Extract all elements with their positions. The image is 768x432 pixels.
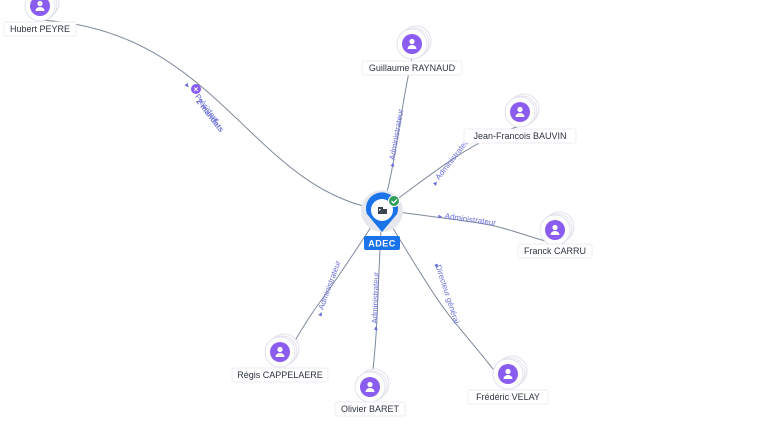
person-node-guillaume[interactable]: Guillaume RAYNAUD [361,25,463,76]
edge-franck [381,209,556,245]
person-name[interactable]: Frédéric VELAY [476,392,540,402]
user-icon [515,106,525,117]
edge-frederic [381,209,509,389]
person-name[interactable]: Hubert PEYRE [10,24,70,34]
edge-label-olivier: Administrateur [370,272,381,324]
person-name-box [231,367,329,383]
edge-arrow-hubert [184,82,189,88]
user-icon [407,38,417,49]
person-node-jf[interactable]: Jean-Francois BAUVIN [463,93,577,144]
more-mandates-icon[interactable] [191,84,201,94]
person-name-box [467,389,549,405]
edge-label-regis: Administrateur [317,259,343,311]
building-icon [378,207,387,214]
nodes: Hubert PEYRE Guillaume RAYNAUD Jean-Franco… [3,0,593,417]
edge-arrow-franck [438,214,443,219]
person-name[interactable]: Franck CARRU [524,246,586,256]
company-name-box [364,236,400,250]
person-name-box [517,243,593,259]
person-name[interactable]: Régis CAPPELAERE [237,370,323,380]
check-icon [388,195,400,207]
person-node-frederic[interactable]: Frédéric VELAY [467,355,549,405]
company-name[interactable]: ADEC [368,239,396,249]
edge-arrow-regis [318,311,322,317]
person-name-box [463,128,577,144]
company-node[interactable]: ADEC [361,190,403,250]
edge-regis [279,209,383,367]
edge-arrow-frederic [434,263,438,269]
edge-label-frederic: Directeur général [434,264,462,325]
edge-extra-label-hubert: 2 mandats [194,97,226,134]
person-node-franck[interactable]: Franck CARRU [517,211,593,259]
person-node-hubert[interactable]: Hubert PEYRE [3,0,77,37]
user-icon [503,368,513,379]
person-name[interactable]: Guillaume RAYNAUD [369,63,456,73]
person-name-box [3,21,77,37]
person-node-regis[interactable]: Régis CAPPELAERE [231,333,329,383]
person-name[interactable]: Olivier BARET [341,404,400,414]
user-icon [365,381,375,392]
plus-icon: × [194,85,199,94]
user-icon [550,224,560,235]
user-icon [35,0,45,11]
person-name-box [361,60,463,76]
user-icon [275,346,285,357]
edge-hubert [39,19,383,211]
person-node-olivier[interactable]: Olivier BARET [334,368,406,417]
person-name[interactable]: Jean-Francois BAUVIN [473,131,566,141]
edge-label-franck: Administrateur [444,211,497,227]
edge-arrow-olivier [373,325,378,331]
edge-arrow-guillaume [390,162,395,167]
edge-arrow-jf [432,181,437,186]
person-name-box [334,401,406,417]
edge-label-guillaume: Administrateur [388,108,406,161]
